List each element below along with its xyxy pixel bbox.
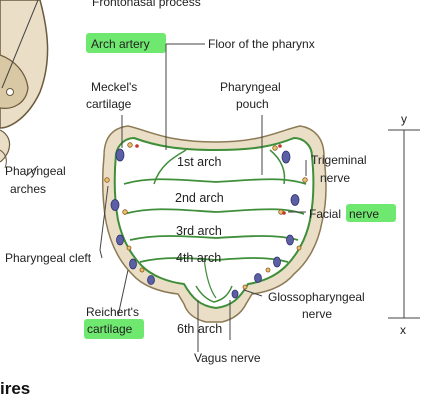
label-arch-artery: Arch artery bbox=[91, 37, 150, 51]
label-arch-2: 2nd arch bbox=[175, 191, 224, 205]
label-reichert-line1: Reichert's bbox=[86, 305, 139, 319]
label-arches-line1: Pharyngeal bbox=[5, 164, 66, 178]
label-glosso-line2: nerve bbox=[302, 307, 332, 321]
label-vagus-nerve: Vagus nerve bbox=[194, 351, 261, 365]
label-frontonasal-process: Frontonasal process bbox=[92, 0, 201, 9]
label-trigeminal-line2: nerve bbox=[320, 171, 350, 185]
highlight-arch-artery bbox=[86, 33, 166, 53]
label-meckels-line1: Meckel's bbox=[91, 80, 137, 94]
label-facial-nerve: nerve bbox=[349, 207, 379, 221]
footer-text-fragment: ires bbox=[0, 379, 31, 398]
highlight-reichert-cartilage bbox=[84, 319, 144, 339]
label-meckels-line2: cartilage bbox=[86, 97, 132, 111]
highlight-facial-nerve bbox=[346, 204, 396, 222]
label-pouch-line2: pouch bbox=[236, 97, 269, 111]
label-arch-1: 1st arch bbox=[177, 155, 222, 169]
label-pouch-line1: Pharyngeal bbox=[220, 80, 281, 94]
axis-label-x: x bbox=[400, 323, 406, 337]
label-reichert-line2: cartilage bbox=[87, 322, 133, 336]
xy-axis-bracket bbox=[388, 129, 420, 319]
label-arches-line2: arches bbox=[10, 182, 46, 196]
label-floor-of-pharynx: Floor of the pharynx bbox=[208, 37, 315, 51]
label-facial: Facial bbox=[309, 207, 341, 221]
label-arch-4: 4th arch bbox=[176, 251, 221, 265]
label-pharyngeal-cleft: Pharyngeal cleft bbox=[5, 251, 92, 265]
label-trigeminal-line1: Trigeminal bbox=[311, 153, 367, 167]
embryo-head-fragment bbox=[0, 0, 49, 169]
label-arch-3: 3rd arch bbox=[176, 224, 222, 238]
label-glosso-line1: Glossopharyngeal bbox=[268, 290, 365, 304]
cartilage-ovals bbox=[110, 148, 300, 299]
pharynx-floor-shape bbox=[101, 125, 327, 323]
leader-lines bbox=[25, 43, 307, 352]
nerve-dots bbox=[104, 142, 308, 290]
label-arch-6: 6th arch bbox=[177, 322, 222, 336]
axis-label-y: y bbox=[401, 112, 407, 126]
